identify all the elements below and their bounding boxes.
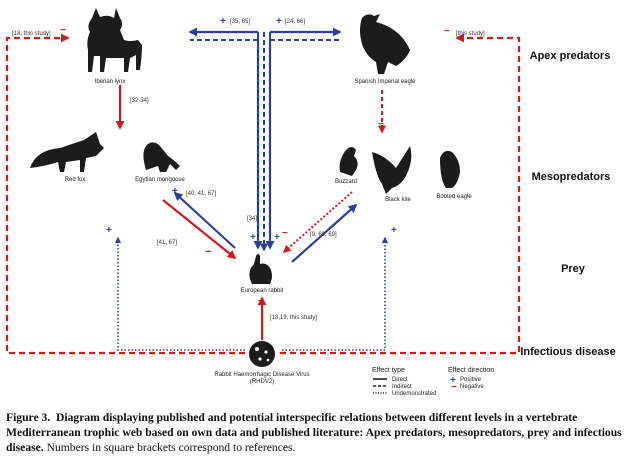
caption-label: Figure 3.	[6, 411, 51, 424]
label-black-kite: Black kite	[385, 197, 411, 203]
level-label-infectious-disease: Infectious disease	[520, 346, 615, 358]
booted-eagle-icon	[440, 150, 460, 188]
label-booted-eagle: Booted eagle	[436, 194, 472, 200]
legend-indirect: Indirect	[392, 384, 412, 390]
ref-mongoose-up: [40, 41, 67]	[186, 191, 216, 197]
label-european-rabbit: European rabbit	[241, 288, 284, 294]
sign-center-left: +	[250, 232, 256, 243]
label-virus-line1: Rabbit Haemorrhagic Disease Virus	[214, 372, 309, 378]
ref-lynx-left: [18, this study]	[12, 31, 51, 37]
label-mongoose: Egytian mongoose	[135, 177, 185, 183]
arrow-rabbit-to-mongoose	[173, 191, 236, 249]
level-label-mesopredators: Mesopredators	[532, 171, 611, 183]
legend-positive: Positive	[460, 377, 482, 383]
ref-virus: [18,19, this study]	[270, 315, 317, 321]
level-label-apex-predators: Apex predators	[530, 50, 611, 62]
label-iberian-lynx: Iberian lynx	[95, 79, 126, 85]
arrow-rabbit-to-raptors	[291, 203, 358, 263]
sign-lynx-mid: +	[220, 16, 226, 27]
sign-virus-kite: +	[391, 225, 397, 236]
iberian-lynx-icon	[87, 8, 142, 72]
caption-bold-text: Diagram displaying published and potenti…	[6, 411, 622, 454]
buzzard-icon	[339, 147, 358, 176]
ref-center: [34]	[247, 216, 257, 222]
legend-direct: Direct	[392, 377, 408, 383]
ref-lynx-fox: [32-34]	[130, 98, 149, 104]
legend-effect-direction-title: Effect direction	[448, 367, 494, 374]
sign-center-right: +	[274, 232, 280, 243]
arrow-mongoose-to-rabbit	[162, 199, 237, 260]
legend-negative: Negative	[460, 384, 484, 390]
rhdv2-virus-icon	[249, 341, 275, 367]
apex-mutual-connectors	[188, 27, 342, 252]
ref-eagle-right: [this study]	[456, 31, 485, 37]
egyptian-mongoose-icon	[143, 142, 180, 172]
sign-eagle-kite: −	[378, 119, 384, 130]
ref-lynx-mid: [35, 65]	[230, 19, 250, 25]
figure-caption: Figure 3. Diagram displaying published a…	[6, 410, 636, 455]
red-fox-icon	[30, 132, 104, 172]
sign-raptors-neg: −	[282, 228, 288, 239]
virus-meso-dotted-links	[114, 236, 389, 351]
ref-mongoose-down: [41, 67]	[157, 240, 177, 246]
sign-virus-rabbit: −	[258, 296, 264, 307]
legend-negative-sign: −	[451, 382, 457, 393]
sign-mongoose-down: −	[205, 246, 211, 258]
sign-eagle-right: −	[444, 26, 450, 37]
label-virus-line2: (RHDV2)	[250, 379, 274, 385]
european-rabbit-icon	[249, 254, 272, 284]
legend: Effect type Direct Indirect Undemonstrat…	[372, 367, 494, 397]
imperial-eagle-icon	[360, 14, 410, 74]
black-kite-icon	[372, 146, 412, 194]
virus-apex-dashed-loop	[5, 33, 521, 355]
arrow-raptors-to-rabbit	[282, 191, 353, 254]
ref-eagle-mid: [24, 66]	[285, 19, 305, 25]
label-buzzard: Buzzard	[335, 179, 357, 185]
legend-positive-sign: +	[450, 375, 456, 386]
label-red-fox: Red fox	[65, 177, 86, 183]
label-imperial-eagle: Spanish Imperial eagle	[354, 79, 416, 85]
ref-raptors: [9, 68, 69]	[310, 232, 337, 238]
sign-lynx-left: −	[60, 25, 66, 36]
caption-plain-text: Numbers in square brackets correspond to…	[46, 441, 296, 454]
sign-mongoose-up: +	[172, 186, 178, 197]
sign-eagle-mid: +	[276, 16, 282, 27]
legend-effect-type-title: Effect type	[372, 367, 405, 374]
legend-undemonstrated: Undemonstrated	[392, 391, 436, 397]
level-label-prey: Prey	[561, 263, 586, 275]
sign-virus-fox: +	[106, 225, 112, 236]
